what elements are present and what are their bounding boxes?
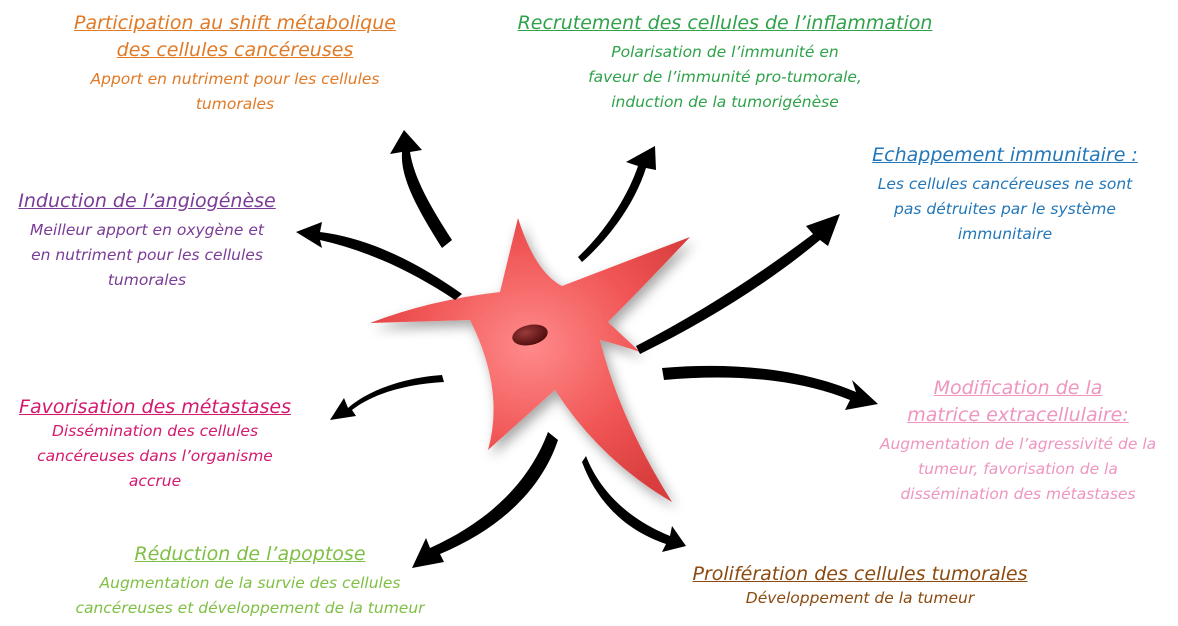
- block-title: Echappement immunitaire :: [872, 144, 1138, 166]
- block-description: Polarisation de l’immunité en faveur de …: [588, 43, 862, 111]
- block-title: Recrutement des cellules de l’inflammati…: [517, 12, 933, 34]
- nucleus: [512, 324, 548, 346]
- block-description: Augmentation de la survie des cellules c…: [75, 574, 425, 617]
- cell-body: [370, 218, 690, 502]
- block-apoptosis: Réduction de l’apoptose Augmentation de …: [50, 541, 450, 621]
- cancer-cell-icon: [370, 218, 690, 502]
- block-proliferation: Prolifération des cellules tumorales Dév…: [680, 561, 1040, 611]
- curved-arrow-icon: [412, 432, 558, 568]
- block-title: Modification de la matrice extracellulai…: [907, 377, 1129, 426]
- curved-arrow-icon: [636, 214, 840, 354]
- block-description: Dissémination des cellules cancéreuses d…: [37, 422, 273, 490]
- block-inflammation: Recrutement des cellules de l’inflammati…: [490, 10, 960, 115]
- block-metabolic: Participation au shift métabolique des c…: [60, 10, 410, 117]
- block-title: Prolifération des cellules tumorales: [692, 563, 1028, 585]
- curved-arrow-icon: [390, 130, 452, 248]
- block-angiogenesis: Induction de l’angiogénèse Meilleur appo…: [2, 188, 292, 293]
- block-immune-escape: Echappement immunitaire : Les cellules c…: [840, 142, 1170, 247]
- curved-arrow-icon: [582, 456, 686, 552]
- block-description: Augmentation de l’agressivité de la tume…: [879, 435, 1157, 503]
- block-title: Favorisation des métastases: [19, 396, 291, 418]
- block-description: Apport en nutriment pour les cellules tu…: [90, 70, 380, 113]
- block-description: Développement de la tumeur: [745, 589, 975, 607]
- block-description: Les cellules cancéreuses ne sont pas dét…: [877, 175, 1133, 243]
- block-description: Meilleur apport en oxygène et en nutrime…: [30, 221, 264, 289]
- curved-arrow-icon: [662, 365, 878, 410]
- block-ecm: Modification de la matrice extracellulai…: [858, 375, 1178, 507]
- block-title: Induction de l’angiogénèse: [18, 190, 276, 212]
- curved-arrow-icon: [296, 222, 462, 300]
- arrows-group: [296, 130, 878, 568]
- block-metastasis: Favorisation des métastases Disséminatio…: [2, 394, 308, 494]
- curved-arrow-icon: [330, 375, 444, 420]
- block-title: Réduction de l’apoptose: [134, 543, 366, 565]
- curved-arrow-icon: [578, 146, 656, 262]
- block-title: Participation au shift métabolique des c…: [74, 12, 396, 61]
